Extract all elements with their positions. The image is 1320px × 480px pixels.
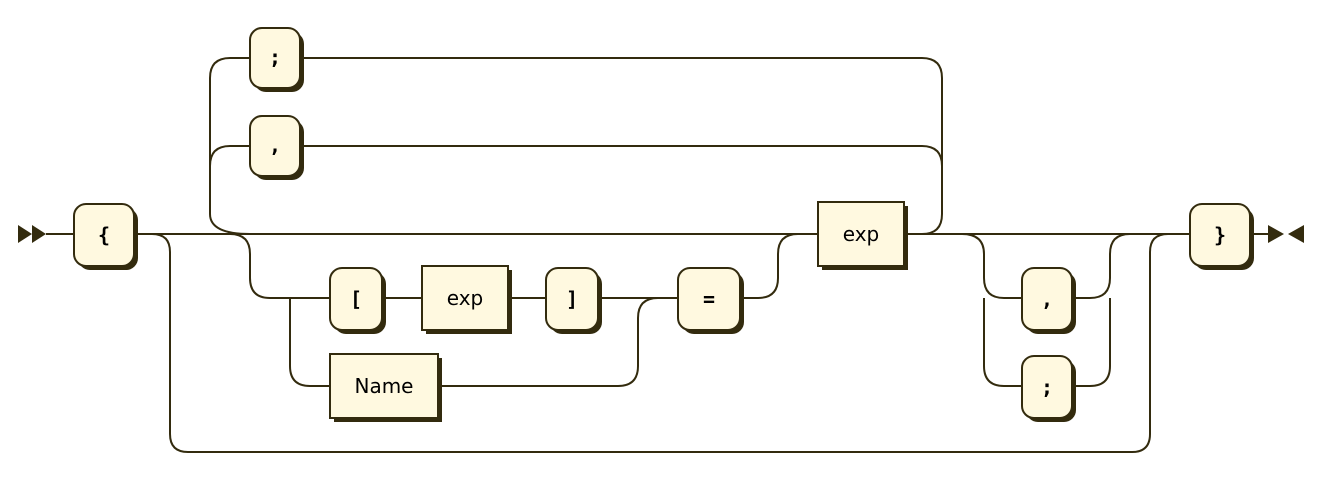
open-brace-terminal: { xyxy=(73,203,138,270)
value-exp-label: exp xyxy=(843,222,879,246)
top-semicolon-label: ; xyxy=(269,45,281,69)
value-exp-nonterminal: exp xyxy=(817,201,908,270)
tracks xyxy=(46,57,1268,453)
bracket-exp-label: exp xyxy=(447,286,483,310)
top-comma-terminal: , xyxy=(249,115,304,180)
trailing-semicolon-terminal: ; xyxy=(1021,355,1076,422)
name-nonterminal: Name xyxy=(329,353,442,422)
equals-terminal: = xyxy=(677,267,744,334)
bracket-exp-nonterminal: exp xyxy=(421,265,512,334)
bracket-close-label: ] xyxy=(566,287,578,311)
open-brace-label: { xyxy=(98,223,110,247)
top-comma-label: , xyxy=(269,133,281,157)
close-brace-terminal: } xyxy=(1189,203,1254,270)
end-marker xyxy=(1268,225,1304,243)
bracket-open-label: [ xyxy=(350,287,362,311)
equals-label: = xyxy=(703,287,715,311)
top-semicolon-terminal: ; xyxy=(249,27,304,92)
bracket-close-terminal: ] xyxy=(545,267,602,334)
name-label: Name xyxy=(354,374,413,398)
close-brace-label: } xyxy=(1214,223,1226,247)
trailing-comma-terminal: , xyxy=(1021,267,1076,334)
trailing-comma-label: , xyxy=(1041,287,1053,311)
bracket-open-terminal: [ xyxy=(329,267,386,334)
start-marker xyxy=(18,225,46,243)
trailing-semicolon-label: ; xyxy=(1041,375,1053,399)
